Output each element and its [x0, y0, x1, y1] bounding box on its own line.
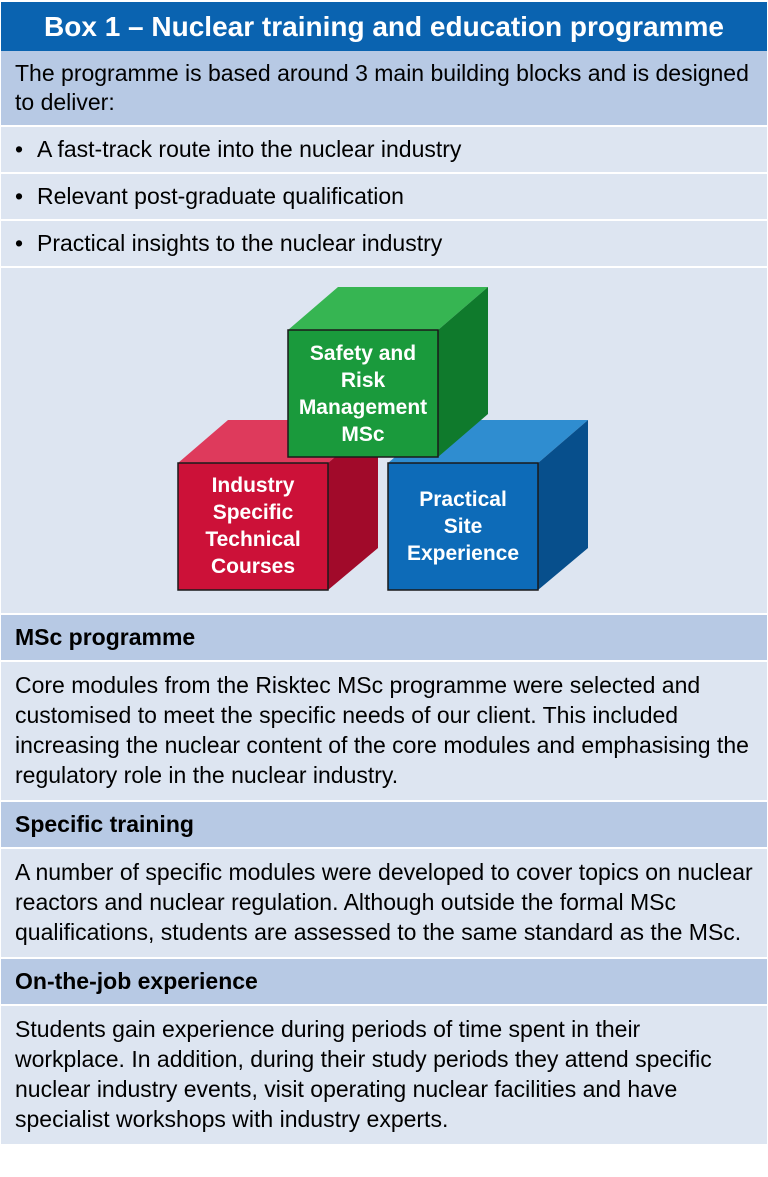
- site-experience-block-label: Practical Site Experience: [406, 488, 520, 565]
- bullet-icon: •: [15, 136, 24, 162]
- bullet-icon: •: [15, 183, 24, 209]
- red-cube: [177, 420, 378, 591]
- bullet-item: • A fast-track route into the nuclear in…: [1, 127, 767, 174]
- blue-cube: [387, 420, 588, 591]
- programme-box: Box 1 – Nuclear training and education p…: [1, 2, 767, 1146]
- bullet-item: • Practical insights to the nuclear indu…: [1, 221, 767, 268]
- bullet-item: • Relevant post-graduate qualification: [1, 174, 767, 221]
- green-cube: [287, 287, 488, 458]
- building-blocks-diagram: Safety and Risk Management MSc Industry …: [1, 268, 767, 615]
- bullet-text: Relevant post-graduate qualification: [37, 183, 404, 209]
- section-heading: Specific training: [1, 802, 767, 849]
- safety-risk-block-label: Safety and Risk Management MSc: [298, 342, 428, 446]
- bullet-text: Practical insights to the nuclear indust…: [37, 230, 443, 256]
- bullet-icon: •: [15, 230, 24, 256]
- building-blocks-graphic: [177, 287, 588, 591]
- section-text: A number of specific modules were develo…: [1, 849, 767, 959]
- intro-text: The programme is based around 3 main bui…: [1, 51, 767, 127]
- section-heading: On-the-job experience: [1, 959, 767, 1006]
- bullet-text: A fast-track route into the nuclear indu…: [37, 136, 462, 162]
- box-title: Box 1 – Nuclear training and education p…: [1, 2, 767, 51]
- section-text: Students gain experience during periods …: [1, 1006, 767, 1146]
- section-heading: MSc programme: [1, 615, 767, 662]
- section-text: Core modules from the Risktec MSc progra…: [1, 662, 767, 802]
- technical-courses-block-label: Industry Specific Technical Courses: [205, 474, 301, 578]
